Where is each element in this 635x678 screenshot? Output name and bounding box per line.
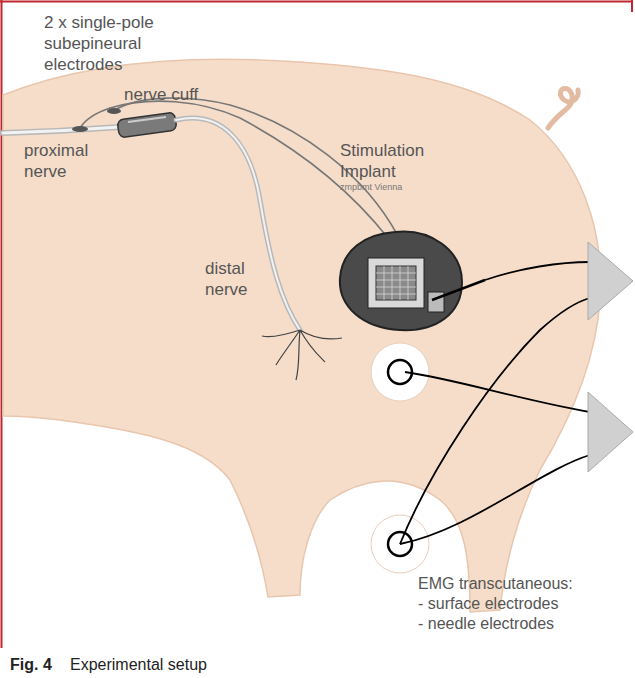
nerve-label: distal nerve [205,258,267,300]
electrode-tip [107,108,121,114]
emg-label: EMG transcutaneous: [418,574,573,594]
nerve-label: proximal nerve [24,140,104,182]
nerve-cuff-highlight [128,117,166,122]
frame-line [0,1,632,3]
wire [400,298,590,544]
electrode-tip [72,126,88,132]
cuff-label: nerve cuff [124,84,198,105]
implant-label-group: Stimulation Implantzmpbmt Vienna [340,140,450,193]
needle-electrode [432,280,485,300]
electrode-label: 2 x single-pole subepineural electrodes [44,12,194,75]
nerve [176,118,300,330]
emg-electrode [371,343,429,401]
emg-label: - surface electrodes [418,594,559,614]
wire [485,262,590,280]
pig-tail [548,88,578,128]
implant-label: Stimulation Implant [340,140,450,182]
stimulation-implant [340,232,462,331]
nerve [3,127,120,133]
pig-body [3,59,601,612]
amplifier-symbol [588,242,633,320]
nerve [176,118,300,330]
amplifier-symbol [588,392,633,472]
nerve-cuff [117,112,177,138]
wire [405,372,590,412]
emg-label: - needle electrodes [418,614,554,634]
frame-line [1,0,3,648]
nerve [3,127,120,133]
nerve-branches [262,330,342,380]
wire [400,455,590,544]
figure-number: Fig. 4 [10,654,52,675]
manufacturer-label: zmpbmt Vienna [340,182,450,193]
figure-caption: Experimental setup [70,654,207,675]
frame-line [631,0,633,12]
